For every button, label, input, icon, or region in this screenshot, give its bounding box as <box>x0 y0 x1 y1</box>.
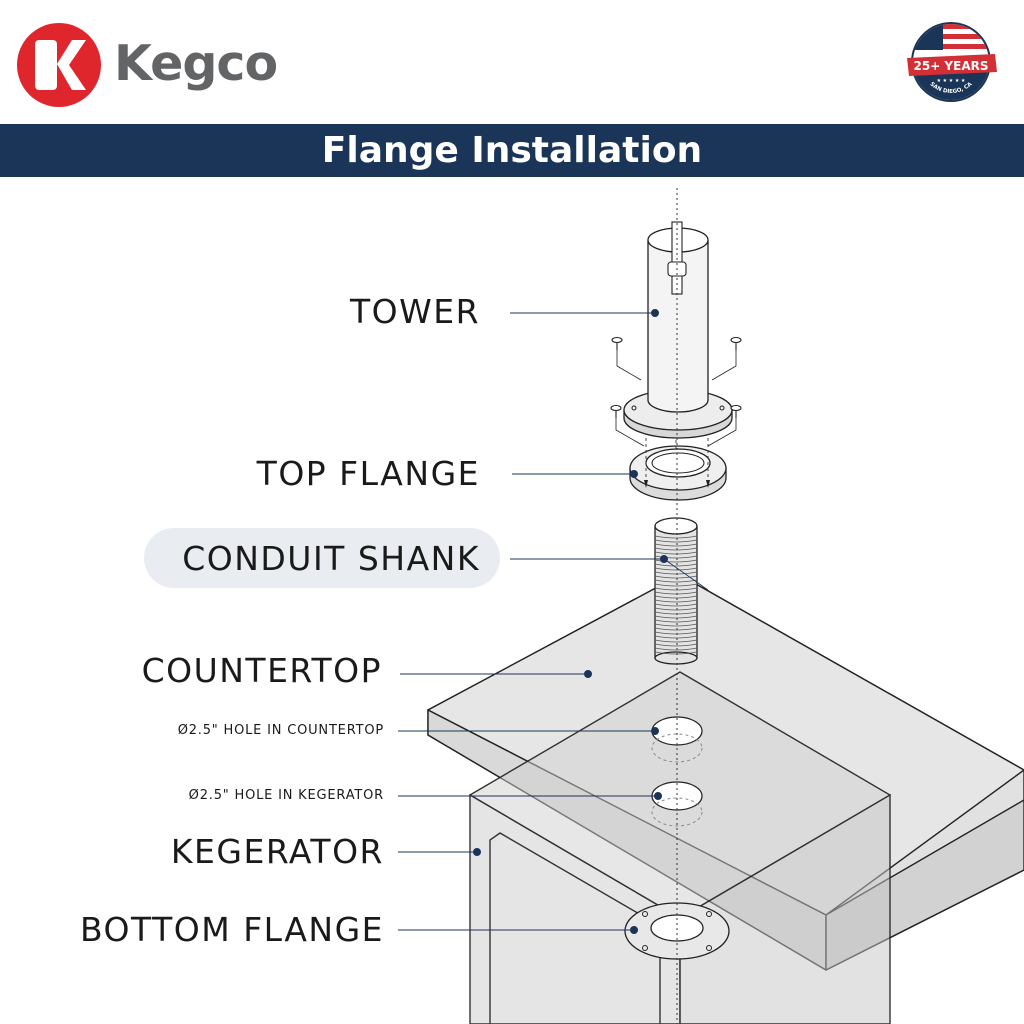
title-bar <box>0 124 1024 177</box>
label-countertop: COUNTERTOP <box>141 651 382 690</box>
label-top-flange: TOP FLANGE <box>256 454 480 493</box>
years-badge-icon: 25+ YEARS ★ ★ ★ ★ ★ SAN DIEGO, CA <box>907 22 997 102</box>
badge-years-text: 25+ YEARS <box>914 59 989 73</box>
kegco-logo-icon <box>17 23 101 107</box>
tower-screws <box>610 336 742 447</box>
label-conduit-shank: CONDUIT SHANK <box>182 539 480 578</box>
label-hole-countertop: Ø2.5" HOLE IN COUNTERTOP <box>177 723 384 738</box>
label-tower: TOWER <box>349 292 480 331</box>
label-kegerator: KEGERATOR <box>170 832 384 871</box>
label-hole-kegerator: Ø2.5" HOLE IN KEGERATOR <box>188 788 384 803</box>
conduit-shank-highlight <box>144 528 500 588</box>
installation-diagram <box>398 188 1024 1024</box>
countertop-hole-shape <box>651 716 703 746</box>
svg-text:★ ★ ★ ★ ★: ★ ★ ★ ★ ★ <box>937 78 966 84</box>
top-flange-shape <box>629 445 727 501</box>
conduit-shank-shape <box>654 517 698 665</box>
brand-name: Kegco <box>114 35 278 92</box>
label-bottom-flange: BOTTOM FLANGE <box>79 910 384 949</box>
page-title: Flange Installation <box>321 130 703 171</box>
tower-shape <box>623 221 733 439</box>
bottom-flange-shape <box>624 902 730 960</box>
